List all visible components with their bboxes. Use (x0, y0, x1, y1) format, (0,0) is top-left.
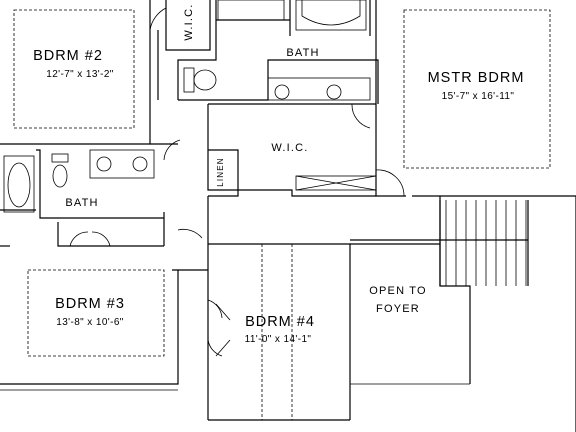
bath-left-name: BATH (65, 197, 98, 209)
bdrm4-dims: 11'-0" x 14'-1" (245, 334, 312, 345)
tray-ceilings (13, 9, 551, 420)
open-foyer-line1: OPEN TO (369, 285, 427, 297)
bath-top-name: BATH (286, 47, 319, 59)
bdrm2-dims: 12'-7" x 13'-2" (46, 69, 114, 80)
linen-name: LINEN (216, 157, 225, 187)
wic-mid-name: W.I.C. (271, 142, 308, 154)
room-labels: BDRM #2 12'-7" x 13'-2" W.I.C. BATH MSTR… (33, 3, 525, 345)
wic-top-name: W.I.C. (183, 3, 195, 40)
mstr-dims: 15'-7" x 16'-11" (442, 91, 515, 102)
bdrm3-dims: 13'-8" x 10'-6" (56, 317, 124, 328)
fixtures (3, 0, 377, 213)
bdrm2-name: BDRM #2 (33, 48, 103, 64)
bdrm3-name: BDRM #3 (55, 296, 125, 312)
doors (69, 7, 405, 357)
bdrm4-name: BDRM #4 (245, 314, 315, 330)
stairs (350, 200, 529, 286)
open-foyer-line2: FOYER (376, 303, 420, 315)
mstr-name: MSTR BDRM (428, 70, 525, 86)
